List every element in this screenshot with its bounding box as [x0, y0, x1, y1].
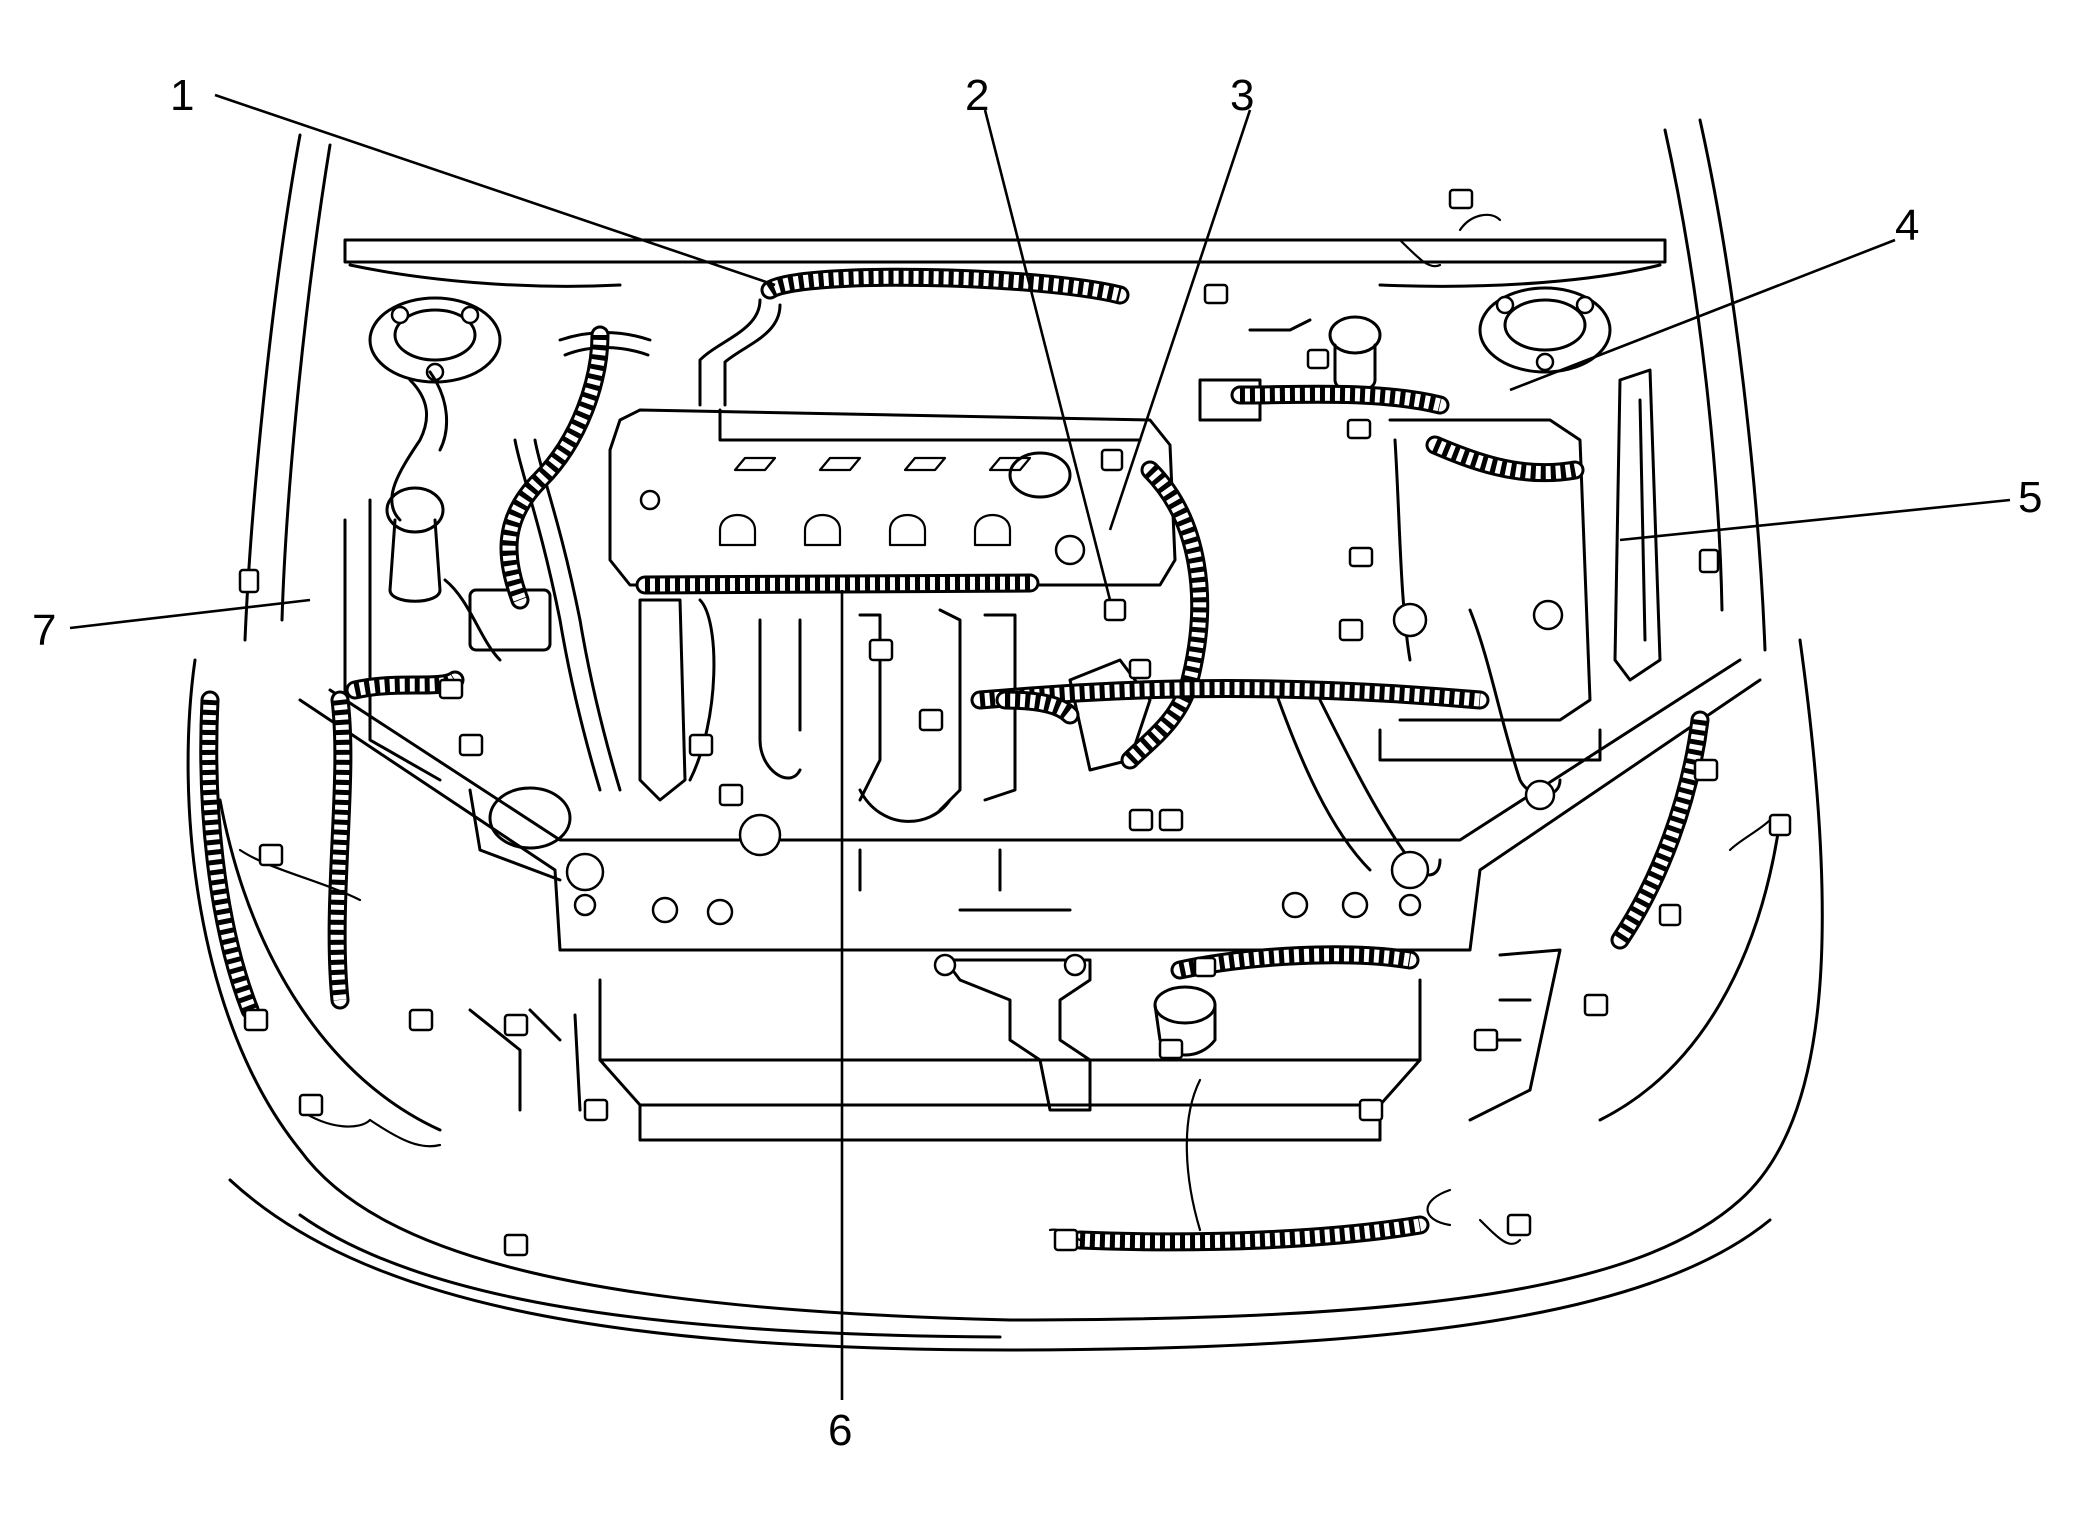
left-side-components [343, 498, 1422, 926]
left-strut-tower [368, 296, 502, 384]
right-strut-tower [1478, 286, 1612, 374]
oil-filler-cap [1008, 451, 1072, 499]
leader-7 [69, 598, 311, 630]
callout-5: 5 [2018, 473, 2042, 522]
leader-2 [983, 109, 1112, 601]
connectors [238, 188, 1792, 1257]
callout-4: 4 [1895, 201, 1919, 250]
callout-2: 2 [965, 71, 989, 120]
fuse-relay-block [1613, 368, 1662, 682]
leader-5 [1619, 498, 2011, 542]
leader-4 [1509, 238, 1896, 392]
callout-labels: 1 2 3 4 5 6 7 [32, 71, 2042, 1455]
ignition-coils [718, 456, 1032, 547]
callout-1: 1 [170, 71, 194, 120]
callout-3: 3 [1230, 71, 1254, 120]
intake-manifold [638, 598, 1152, 892]
right-side-components [1198, 315, 1662, 890]
leader-3 [1108, 109, 1252, 531]
lower-radiator-area [468, 908, 1562, 1122]
leader-1 [214, 93, 776, 287]
callout-6: 6 [828, 1406, 852, 1455]
callout-leaders [69, 93, 2011, 1400]
callout-7: 7 [32, 606, 56, 655]
grommet [1153, 985, 1217, 1025]
reservoir-cap [488, 786, 572, 850]
engine-valve-cover [608, 408, 1177, 587]
